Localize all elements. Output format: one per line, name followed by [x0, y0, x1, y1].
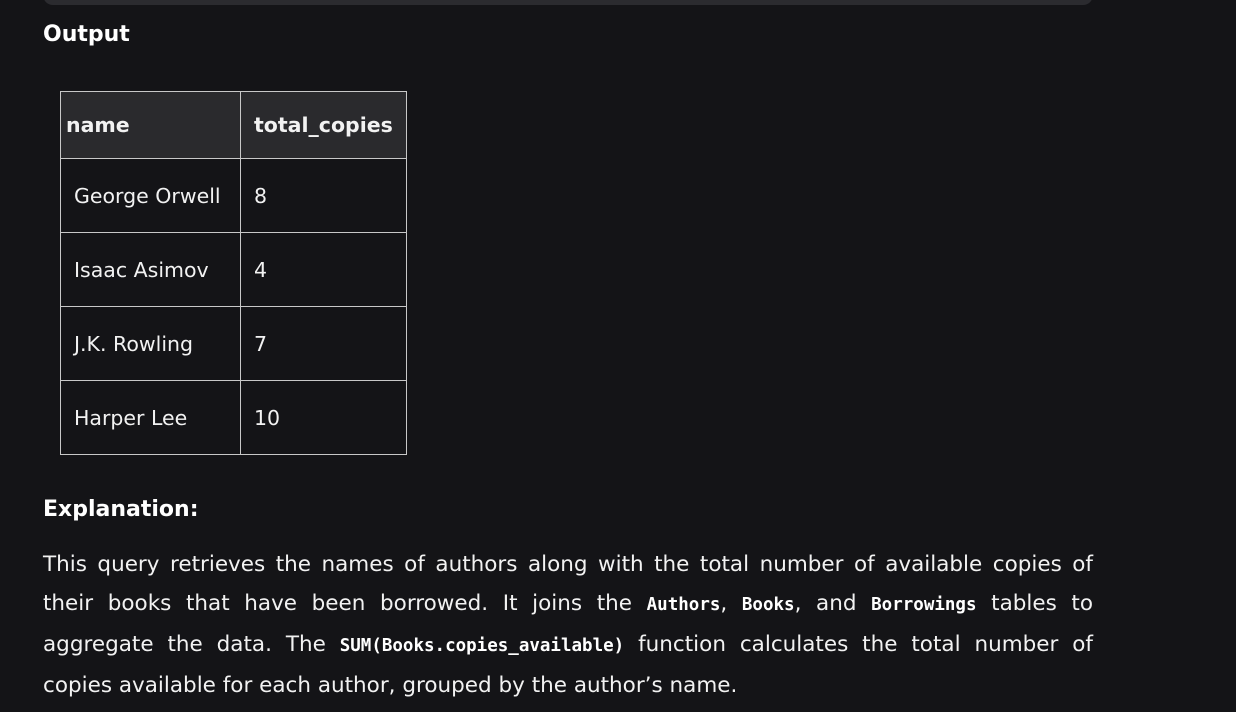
output-table: name total_copies George Orwell 8 Isaac … [60, 91, 407, 455]
code-books: Books [741, 595, 795, 615]
explanation-text: , [720, 591, 742, 616]
table-row: Isaac Asimov 4 [60, 232, 407, 307]
code-borrowings: Borrowings [871, 595, 977, 615]
explanation-text: tables to aggregate the data. The [43, 591, 1094, 657]
cell-total-copies: 8 [240, 158, 407, 233]
table-header-row: name total_copies [60, 91, 407, 159]
explanation-heading: Explanation: [43, 497, 199, 522]
cell-total-copies: 10 [240, 380, 407, 455]
header-total-copies: total_copies [240, 91, 407, 159]
table-row: J.K. Rowling 7 [60, 306, 407, 381]
cell-total-copies: 4 [240, 232, 407, 307]
explanation-text: function calculates the total number of … [43, 632, 1093, 698]
cell-name: Isaac Asimov [60, 232, 241, 307]
output-heading: Output [43, 22, 130, 47]
explanation-text: , and [794, 591, 872, 616]
code-authors: Authors [646, 595, 721, 615]
explanation-paragraph: This query retrieves the names of author… [43, 545, 1093, 705]
table-row: George Orwell 8 [60, 158, 407, 233]
table-row: Harper Lee 10 [60, 380, 407, 455]
code-sum-function: SUM(Books.copies_available) [339, 636, 625, 656]
header-name: name [60, 91, 241, 159]
cell-total-copies: 7 [240, 306, 407, 381]
code-block-edge [43, 0, 1093, 5]
cell-name: George Orwell [60, 158, 241, 233]
cell-name: Harper Lee [60, 380, 241, 455]
explanation-text: This query retrieves the names of author… [43, 552, 1093, 616]
cell-name: J.K. Rowling [60, 306, 241, 381]
